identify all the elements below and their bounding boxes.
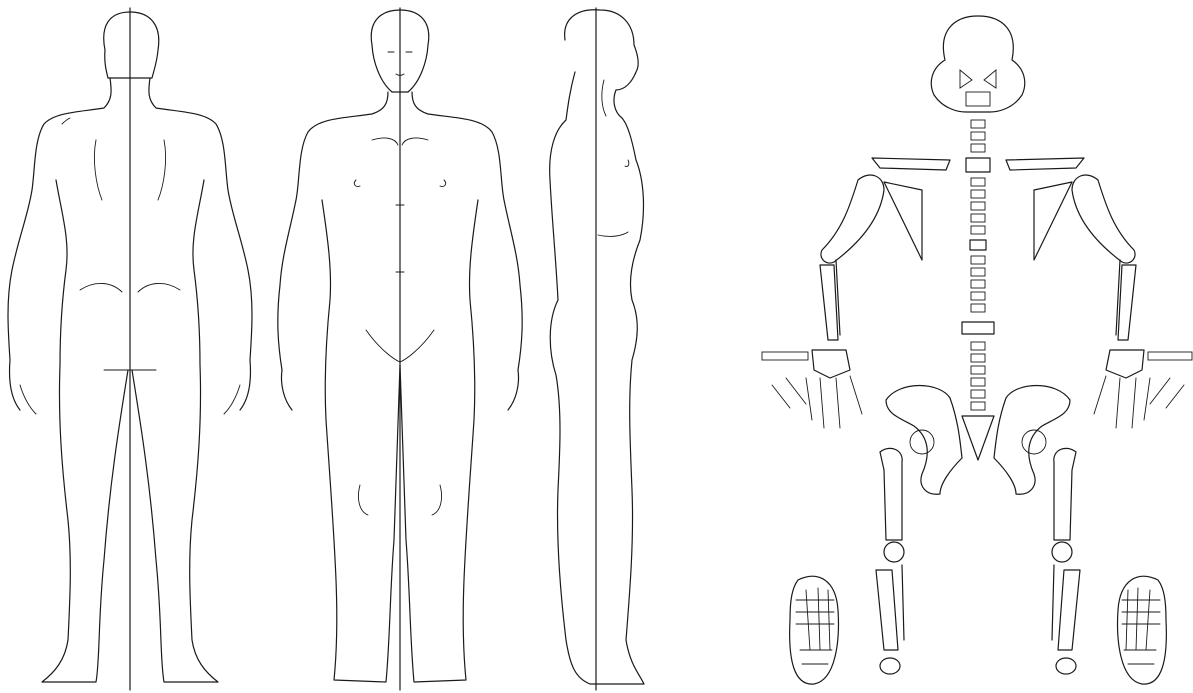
foot-right [1118,576,1167,684]
skeleton-chart-figure [762,16,1192,684]
side-body [550,72,644,684]
front-view-figure [278,8,522,690]
back-head [104,12,159,78]
side-view-figure [550,8,644,690]
spine [962,120,994,410]
skull [931,16,1024,112]
scapulae [884,182,1072,260]
foot-left [790,576,839,684]
humerus-left [821,175,884,263]
hand-right [1094,350,1192,428]
clavicles [872,158,1084,170]
back-view-figure [8,8,252,690]
humerus-right [1072,175,1135,263]
side-head [565,10,639,118]
sacrum [962,416,994,460]
hand-left [762,350,862,428]
